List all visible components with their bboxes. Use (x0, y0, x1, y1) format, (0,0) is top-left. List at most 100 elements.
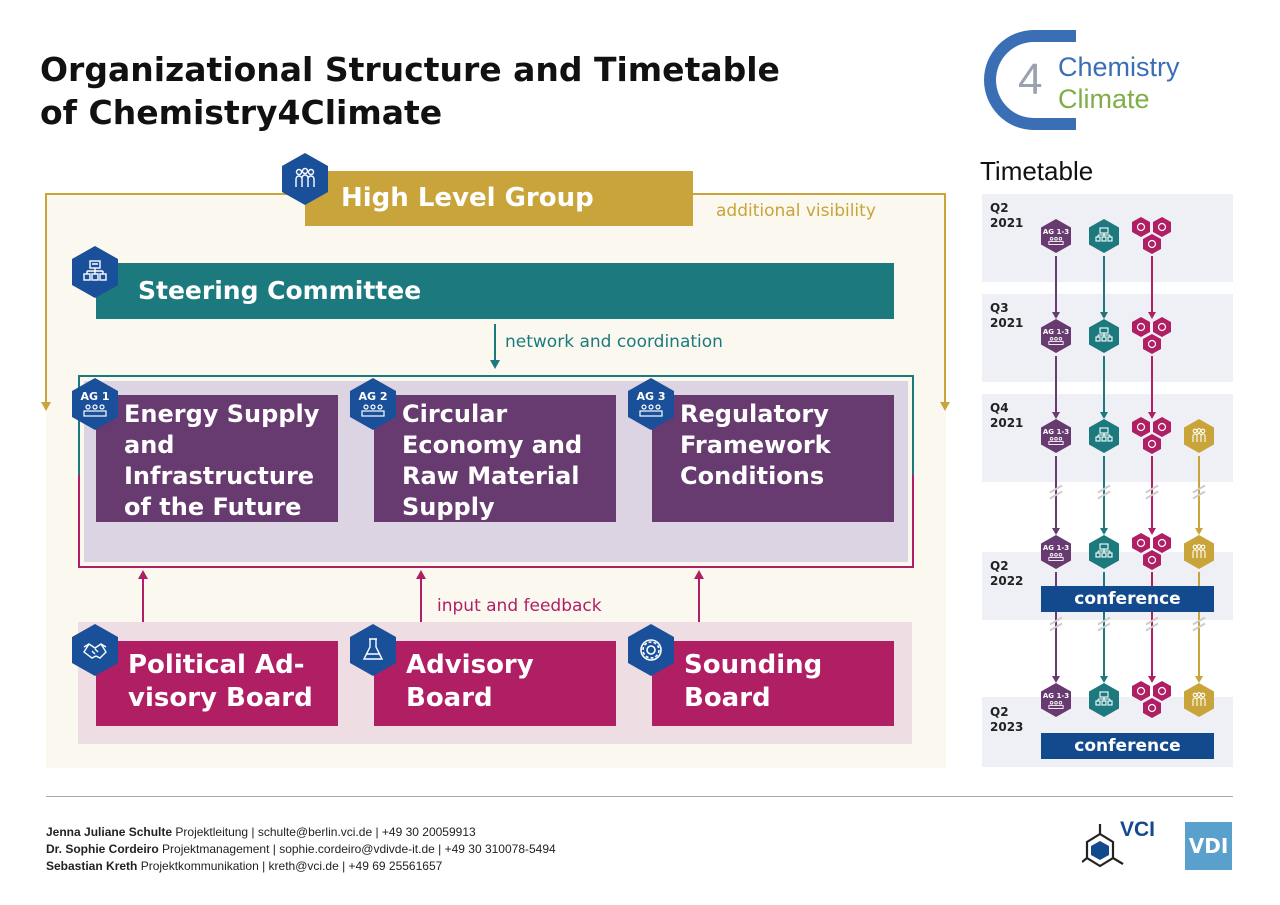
working-groups-frame-lower (78, 475, 914, 568)
title-line-2: of Chemistry4Climate (40, 93, 443, 132)
logo-climate: Climate (1058, 84, 1150, 114)
timeline-connector (1151, 256, 1153, 312)
board-connector-3 (698, 578, 700, 636)
timetable-gear-icon (1143, 434, 1161, 454)
timeline-arrow (1052, 412, 1060, 419)
ag-3-tag: AG 3 (636, 390, 666, 403)
timetable-org-chart-icon (1089, 535, 1119, 569)
period-year: 2022 (990, 574, 1024, 588)
steering-committee-bar: Steering Committee (96, 263, 894, 319)
timeline-connector (1151, 572, 1153, 676)
contact-name: Sebastian Kreth (46, 859, 138, 873)
period-year: 2021 (990, 416, 1024, 430)
timeline-arrow (1195, 528, 1203, 535)
visibility-arrow-right (940, 402, 950, 411)
period-quarter: Q2 (990, 559, 1009, 573)
board-arrow-3 (694, 570, 704, 579)
contact-name: Dr. Sophie Cordeiro (46, 842, 159, 856)
timeline-arrow (1052, 528, 1060, 535)
ag-2-tag: AG 2 (358, 390, 388, 403)
timetable-gear-icon (1143, 698, 1161, 718)
timeline-arrow (1100, 528, 1108, 535)
timeline-connector (1198, 456, 1200, 528)
timeline-connector (1103, 256, 1105, 312)
timetable-title: Timetable (980, 156, 1094, 186)
period-year: 2021 (990, 216, 1024, 230)
ag-1-tag: AG 1 (80, 390, 110, 403)
logo-number: 4 (1018, 55, 1043, 104)
logo-chemistry: Chemistry (1058, 52, 1180, 82)
period-quarter: Q4 (990, 401, 1009, 415)
timetable-people-group-icon (1184, 535, 1214, 569)
gear-icon (628, 624, 674, 676)
contact-details: Projektleitung | schulte@berlin.vci.de |… (175, 825, 476, 839)
flask-icon (350, 624, 396, 676)
period-year: 2023 (990, 720, 1024, 734)
contact-1: Jenna Juliane Schulte Projektleitung | s… (46, 825, 476, 839)
timetable-flask-icon (1153, 681, 1171, 701)
team-icon (83, 404, 107, 417)
contact-2: Dr. Sophie Cordeiro Projektmanagement | … (46, 842, 556, 856)
working-group-2: Circular Economy and Raw Material Supply (374, 395, 616, 522)
contact-details: Projektkommunikation | kreth@vci.de | +4… (140, 859, 443, 873)
team-icon (639, 404, 663, 417)
timeline-arrow (1148, 528, 1156, 535)
board-arrow-2 (416, 570, 426, 579)
sounding-board: Sounding Board (652, 641, 894, 726)
contact-name: Jenna Juliane Schulte (46, 825, 173, 839)
timetable-ag-icon: AG 1-3 (1041, 535, 1071, 569)
timetable-org-chart-icon (1089, 683, 1119, 717)
timetable-ag-icon: AG 1-3 (1041, 683, 1071, 717)
board-arrow-1 (138, 570, 148, 579)
timeline-connector (1055, 256, 1057, 312)
timeline-connector (1198, 572, 1200, 676)
timetable-handshake-icon (1132, 681, 1150, 701)
timeline-arrow (1052, 312, 1060, 319)
input-feedback-label: input and feedback (437, 596, 602, 616)
handshake-icon (72, 624, 118, 676)
network-arrow (490, 360, 500, 369)
timetable-gear-icon (1143, 334, 1161, 354)
timeline-connector (1103, 356, 1105, 412)
timeline-arrow (1148, 312, 1156, 319)
timetable-flask-icon (1153, 217, 1171, 237)
timetable-gear-icon (1143, 550, 1161, 570)
timeline-arrow (1148, 676, 1156, 683)
advisory-board: Advisory Board (374, 641, 616, 726)
timetable-people-group-icon (1184, 683, 1214, 717)
timetable-handshake-icon (1132, 417, 1150, 437)
period-year: 2021 (990, 316, 1024, 330)
period-quarter: Q3 (990, 301, 1009, 315)
conference-2022: conference (1041, 586, 1214, 612)
timeline-connector (1055, 456, 1057, 528)
timetable-flask-icon (1153, 417, 1171, 437)
high-level-group-bar: High Level Group (305, 171, 693, 226)
timeline-arrow (1195, 676, 1203, 683)
timeline-connector (1151, 456, 1153, 528)
timetable-gear-icon (1143, 234, 1161, 254)
timeline-arrow (1052, 676, 1060, 683)
footer-divider (46, 796, 1233, 797)
title-line-1: Organizational Structure and Timetable (40, 50, 780, 89)
visibility-line-left (45, 193, 47, 405)
timetable-flask-icon (1153, 317, 1171, 337)
team-icon (361, 404, 385, 417)
timeline-connector (1103, 572, 1105, 676)
conference-2023: conference (1041, 733, 1214, 759)
working-group-3: Regulatory Framework Conditions (652, 395, 894, 522)
visibility-line-right (944, 193, 946, 405)
network-connector (494, 324, 496, 360)
additional-visibility-label: additional visibility (716, 201, 876, 221)
period-quarter: Q2 (990, 705, 1009, 719)
visibility-arrow-left (41, 402, 51, 411)
timeline-connector (1055, 356, 1057, 412)
vci-logo-text: VCI (1120, 818, 1156, 841)
timeline-arrow (1100, 412, 1108, 419)
political-advisory-board: Political Ad-visory Board (96, 641, 338, 726)
timetable-handshake-icon (1132, 217, 1150, 237)
timeline-arrow (1148, 412, 1156, 419)
